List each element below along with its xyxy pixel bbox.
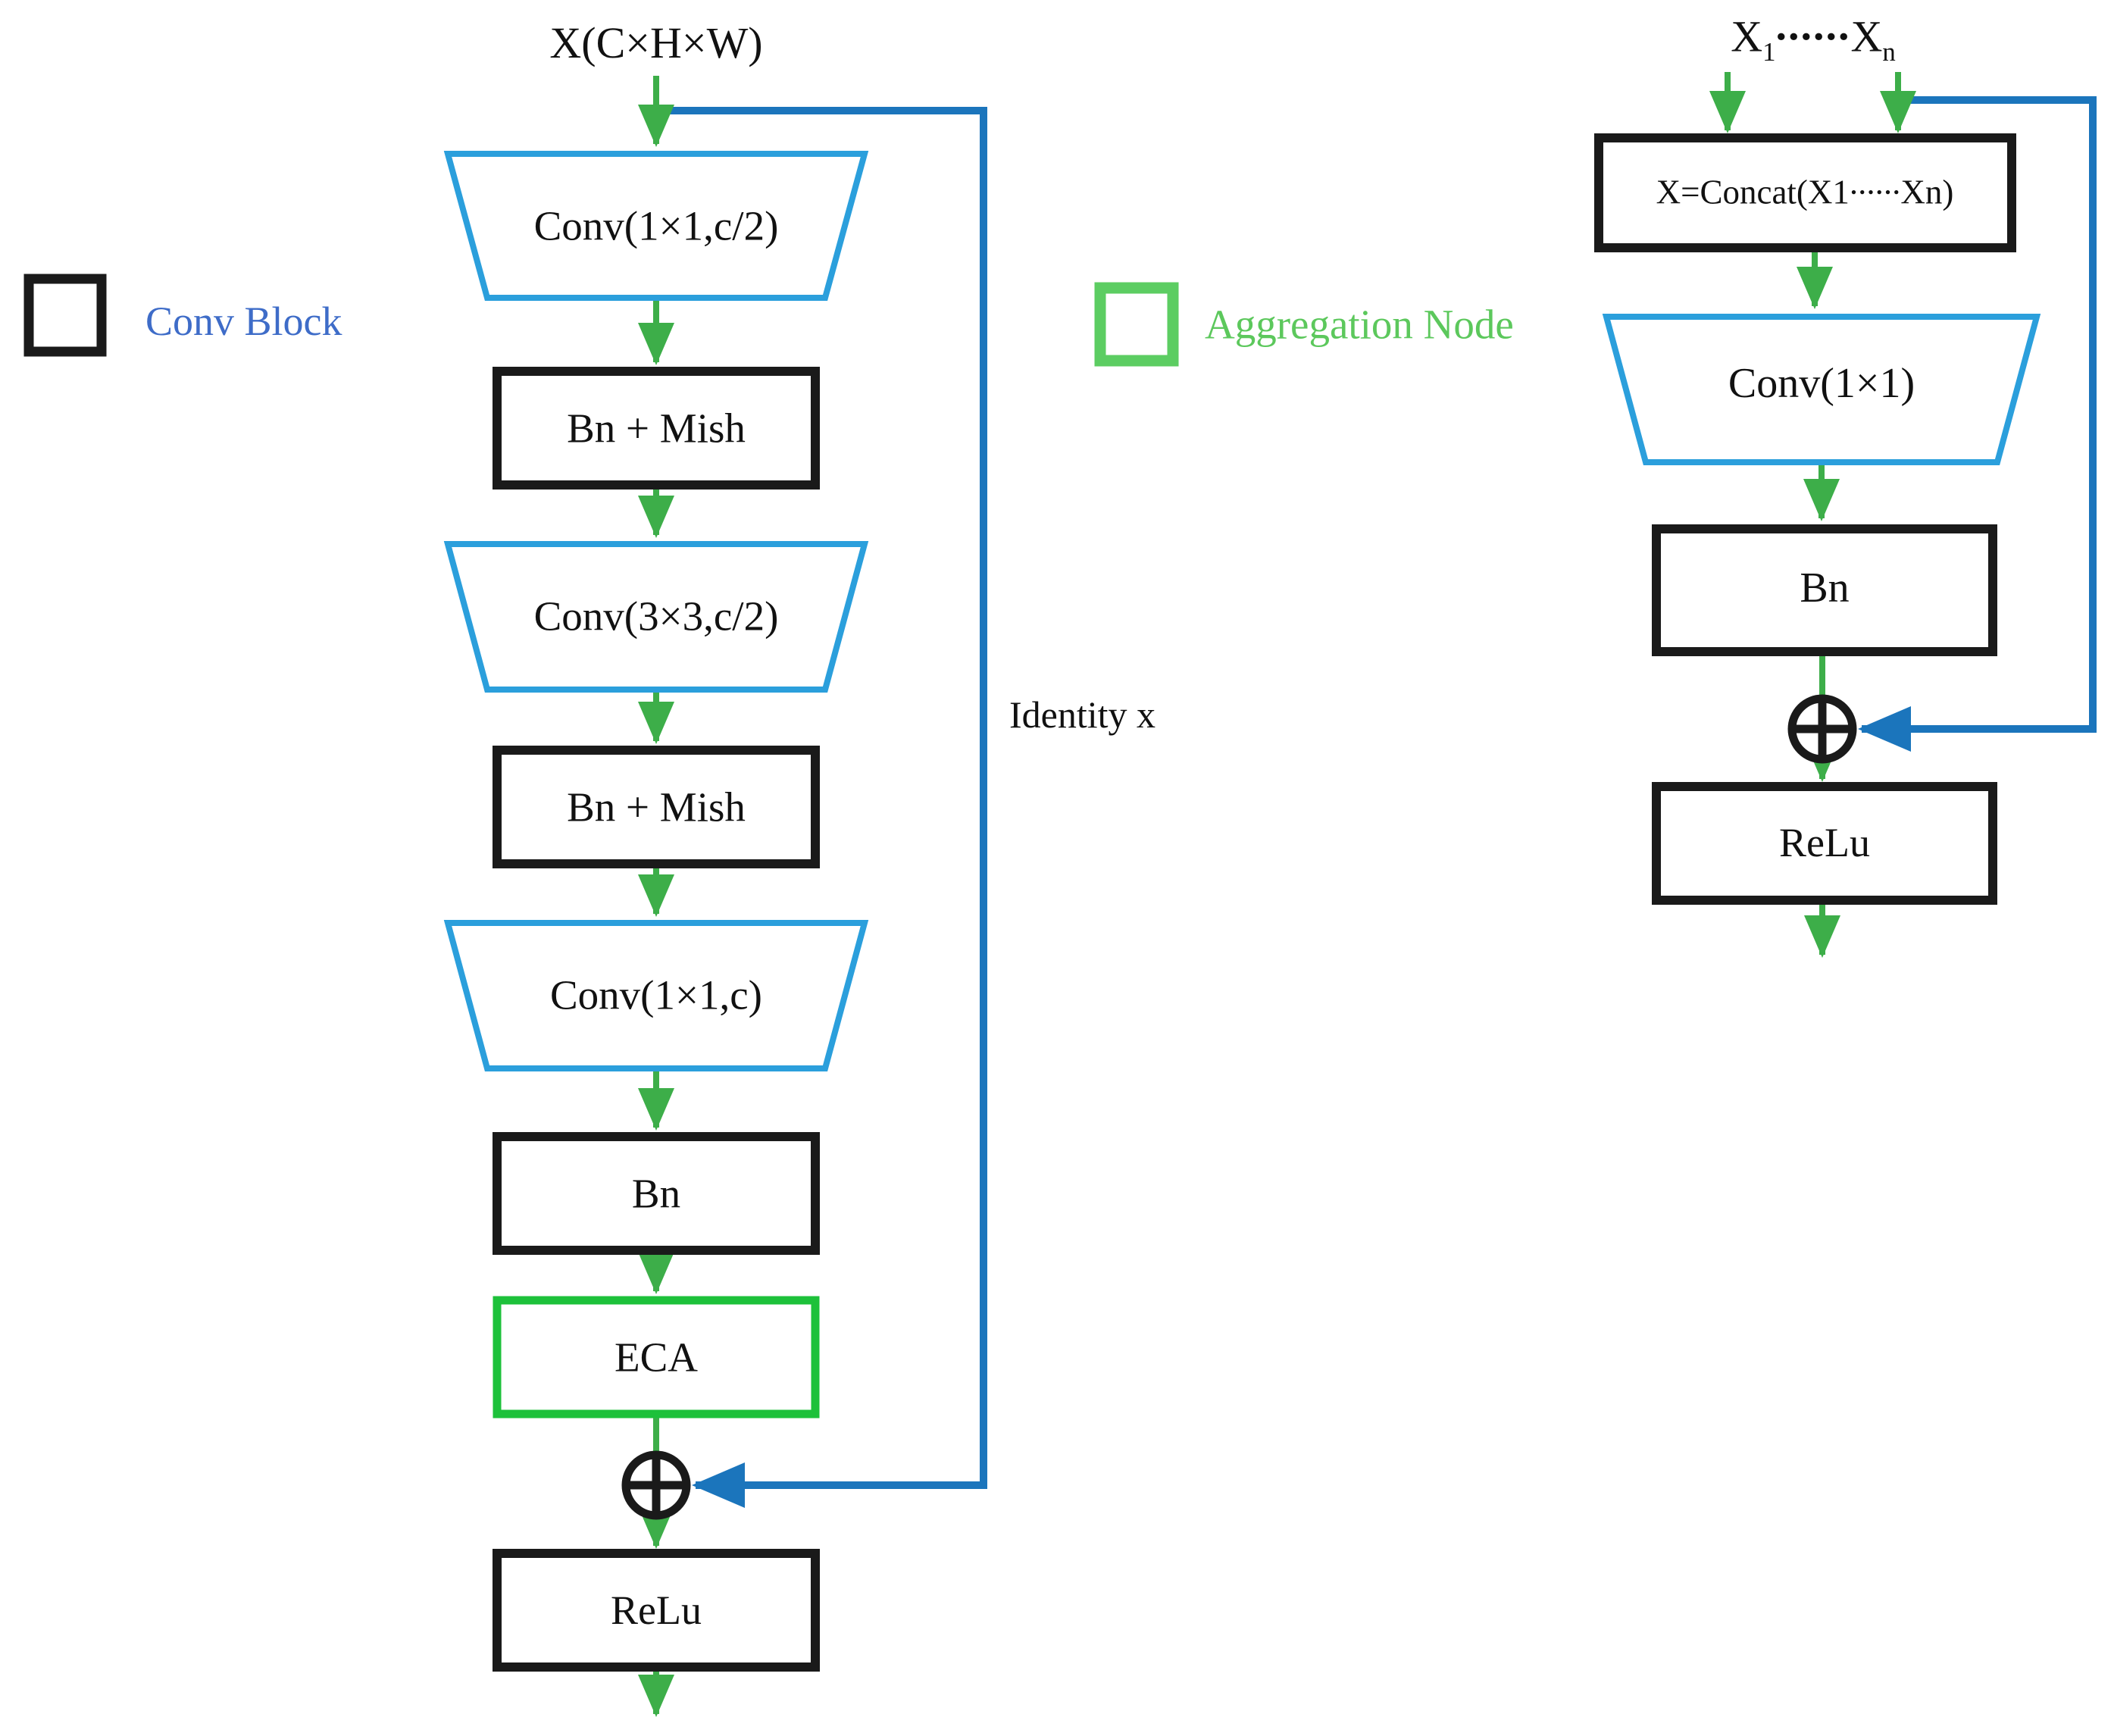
relu-right-label: ReLu: [1779, 820, 1870, 865]
conv-3x3-half-label: Conv(3×3,c/2): [533, 593, 779, 640]
right-input-x2: X: [1850, 11, 1883, 61]
legend-conv-block-label: Conv Block: [145, 299, 342, 344]
right-input-sub2: n: [1882, 36, 1896, 67]
bn-mish-2-label: Bn + Mish: [567, 784, 746, 830]
relu-box-left: [493, 1549, 820, 1672]
bn-box-right: [1652, 524, 1997, 656]
conv-1x1-c-trapezoid: [443, 920, 869, 1071]
bn-label: Bn: [631, 1170, 681, 1217]
relu-box-right: [1652, 782, 1997, 905]
conv-3x3-half-trapezoid: [443, 541, 869, 693]
right-input-sub1: 1: [1762, 36, 1776, 67]
conv-1x1-right-label: Conv(1×1): [1728, 360, 1915, 407]
legend-conv-block-swatch-icon: [23, 274, 107, 357]
conv-1x1-half-trapezoid: [443, 151, 869, 301]
right-input-dots-icon: ∙∙∙∙∙∙: [1775, 11, 1851, 61]
conv-1x1-trapezoid-right: [1602, 314, 2041, 465]
legend-aggregation-node-swatch-icon: [1094, 282, 1179, 367]
bn-box: [493, 1132, 820, 1255]
left-input-label: X(C×H×W): [549, 18, 763, 67]
relu-left-label: ReLu: [611, 1587, 702, 1633]
bn-mish-box-2: [493, 746, 820, 868]
concat-label: X=Concat(X1∙∙∙∙∙∙Xn): [1656, 173, 1954, 211]
right-identity-skip-line: [1858, 96, 2097, 752]
eca-label: ECA: [614, 1334, 698, 1381]
conv-1x1-half-label: Conv(1×1,c/2): [533, 202, 779, 249]
right-input-label: X1∙∙∙∙∙∙Xn: [1731, 14, 1896, 65]
concat-box: [1594, 133, 2016, 252]
right-input-x1: X: [1731, 11, 1763, 61]
conv-1x1-c-label: Conv(1×1,c): [550, 971, 762, 1018]
identity-label: Identity x: [1009, 693, 1156, 736]
bn-mish-box-1: [493, 367, 820, 490]
legend-aggregation-node-label: Aggregation Node: [1205, 301, 1514, 348]
eca-box: [493, 1296, 820, 1419]
bn-mish-1-label: Bn + Mish: [567, 405, 746, 452]
left-identity-skip-line: [658, 107, 987, 1508]
bn-right-label: Bn: [1800, 565, 1850, 612]
